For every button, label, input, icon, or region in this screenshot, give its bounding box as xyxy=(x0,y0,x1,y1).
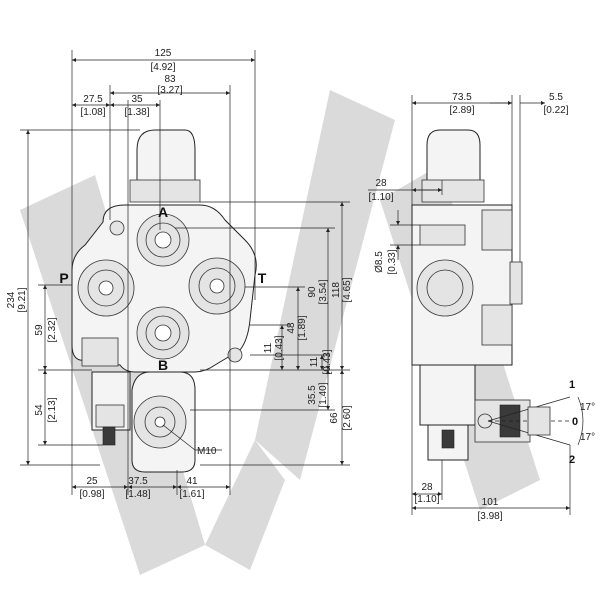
dim-73-5-inch: [2.89] xyxy=(449,105,474,116)
dim-234-inch: [9.21] xyxy=(17,287,28,312)
dim-dia-8-5: Ø8.5 xyxy=(374,251,385,273)
dim-41: 41 xyxy=(186,476,198,487)
dim-27-5-inch: [1.08] xyxy=(80,107,105,118)
dim-35-5: 35.5 xyxy=(307,385,318,405)
dim-11-b: 11 xyxy=(309,356,320,367)
dim-28-top-inch: [1.10] xyxy=(368,192,393,203)
side-view-dimensions xyxy=(368,95,584,515)
lever-angle-2: 17° xyxy=(580,432,595,443)
lever-pos-1: 1 xyxy=(569,379,575,391)
dim-dia-8-5-inch: [0.33] xyxy=(387,249,398,274)
dim-48: 48 xyxy=(286,322,297,334)
dim-59: 59 xyxy=(34,324,45,336)
dim-35-inch: [1.38] xyxy=(124,107,149,118)
dim-59-inch: [2.32] xyxy=(47,317,58,342)
dim-41-inch: [1.61] xyxy=(179,489,204,500)
dim-25-inch: [0.98] xyxy=(79,489,104,500)
port-label-t: T xyxy=(258,270,267,286)
port-label-b: B xyxy=(158,357,168,373)
thread-label: M10 xyxy=(197,446,217,457)
dim-90: 90 xyxy=(307,286,318,298)
dim-73-5: 73.5 xyxy=(452,92,472,103)
dim-37-5: 37.5 xyxy=(128,476,148,487)
dim-37-5-inch: [1.48] xyxy=(125,489,150,500)
front-view-dimensions xyxy=(20,50,350,495)
port-label-a: A xyxy=(158,204,168,220)
dim-125-inch: [4.92] xyxy=(150,62,175,73)
dim-5-5-inch: [0.22] xyxy=(543,105,568,116)
dim-28-bottom-inch: [1.10] xyxy=(414,494,439,505)
side-view-valve xyxy=(411,129,571,461)
lever-angle-1: 17° xyxy=(580,402,595,413)
lever-pos-2: 2 xyxy=(569,454,575,466)
dim-101: 101 xyxy=(482,497,499,508)
dim-54: 54 xyxy=(34,404,45,416)
port-label-p: P xyxy=(59,270,68,286)
control-lever xyxy=(474,396,571,446)
labels: A B P T M10 125 [4.92] 83 [3.27] 27.5 [1… xyxy=(6,48,595,522)
dim-28-top: 28 xyxy=(375,178,387,189)
dim-54-inch: [2.13] xyxy=(47,397,58,422)
dim-90-inch: [3.54] xyxy=(318,279,329,304)
dim-83: 83 xyxy=(164,74,176,85)
dim-11-a: 11 xyxy=(263,342,274,353)
dim-11-a-inch: [0.43] xyxy=(274,335,285,360)
dim-25: 25 xyxy=(86,476,98,487)
dim-27-5: 27.5 xyxy=(83,94,103,105)
dim-66-inch: [2.60] xyxy=(342,405,353,430)
dim-101-inch: [3.98] xyxy=(477,511,502,522)
dim-66: 66 xyxy=(329,412,340,424)
dim-11-b-inch: [0.43] xyxy=(322,349,333,374)
dim-35: 35 xyxy=(131,94,143,105)
dim-28-bottom: 28 xyxy=(421,482,433,493)
front-view-valve xyxy=(71,129,257,473)
dim-125: 125 xyxy=(155,48,172,59)
dim-5-5: 5.5 xyxy=(549,92,563,103)
dim-118-inch: [4.65] xyxy=(342,277,353,302)
dim-234: 234 xyxy=(6,291,17,308)
lever-pos-0: 0 xyxy=(572,416,578,428)
dim-35-5-inch: [1.40] xyxy=(318,382,329,407)
dim-118: 118 xyxy=(331,282,342,298)
dim-83-inch: [3.27] xyxy=(157,85,182,96)
dim-48-inch: [1.89] xyxy=(297,315,308,340)
